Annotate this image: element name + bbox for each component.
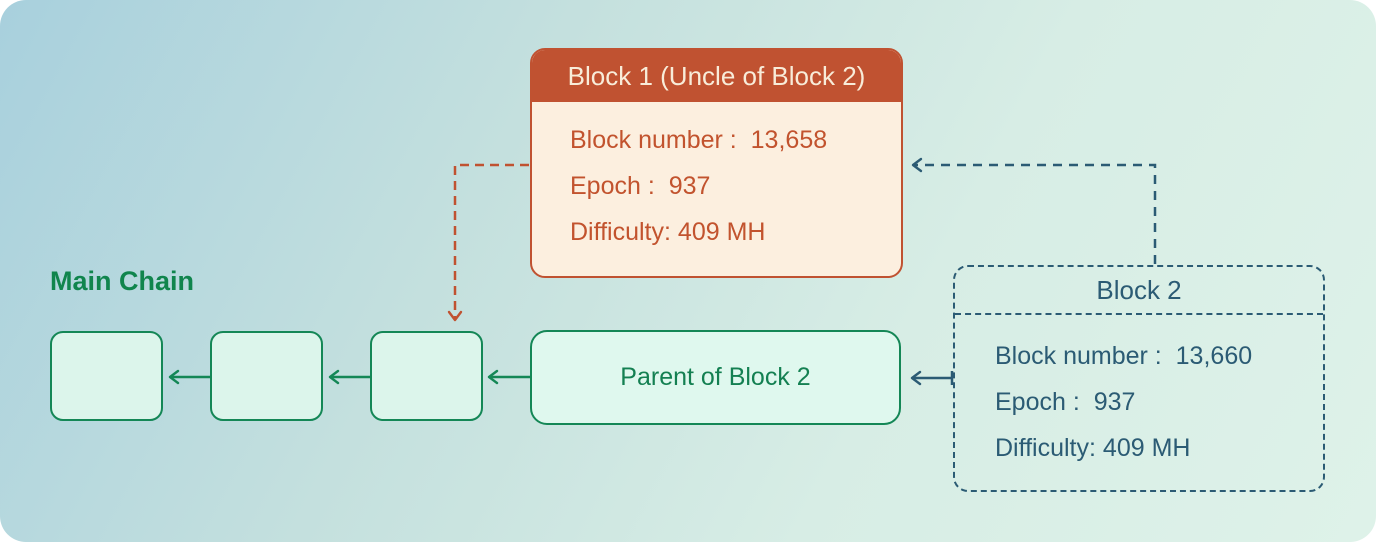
field-separator: : [722, 126, 751, 154]
block1-title: Block 1 (Uncle of Block 2) [532, 50, 901, 102]
chain-block-2 [210, 331, 323, 421]
parent-of-block2-label: Parent of Block 2 [620, 363, 811, 391]
block2-epoch-row: Epoch : 937 [995, 388, 1305, 417]
field-value: 409 MH [1102, 434, 1191, 462]
block1-block-number-row: Block number : 13,658 [570, 126, 881, 155]
block1-uncle-box: Block 1 (Uncle of Block 2) Block number … [530, 48, 903, 278]
field-separator: : [1065, 388, 1094, 416]
block2-body: Block number : 13,660 Epoch : 937 Diffic… [955, 315, 1323, 463]
field-label: Difficulty [570, 218, 665, 246]
parent-of-block2-box: Parent of Block 2 [530, 330, 901, 425]
field-value: 13,660 [1175, 342, 1253, 370]
field-value: 409 MH [677, 218, 766, 246]
field-separator: : [664, 218, 678, 246]
field-separator: : [1147, 342, 1176, 370]
field-label: Epoch [570, 172, 641, 200]
block1-difficulty-row: Difficulty: 409 MH [570, 218, 881, 247]
field-label: Difficulty [995, 434, 1090, 462]
field-value: 937 [668, 172, 711, 200]
field-value: 13,658 [750, 126, 828, 154]
field-label: Block number [995, 342, 1148, 370]
block1-body: Block number : 13,658 Epoch : 937 Diffic… [532, 102, 901, 247]
field-value: 937 [1093, 388, 1136, 416]
block1-epoch-row: Epoch : 937 [570, 172, 881, 201]
main-chain-label: Main Chain [50, 266, 195, 296]
chain-block-1 [50, 331, 163, 421]
field-separator: : [640, 172, 669, 200]
field-label: Block number [570, 126, 723, 154]
chain-block-3 [370, 331, 483, 421]
arrow-block2-uncle-reference [911, 157, 1157, 264]
block2-block-number-row: Block number : 13,660 [995, 342, 1305, 371]
arrow-block1-parent-pointer [447, 163, 529, 322]
block2-title: Block 2 [955, 267, 1323, 315]
block2-box: Block 2 Block number : 13,660 Epoch : 93… [953, 265, 1325, 492]
field-label: Epoch [995, 388, 1066, 416]
block2-difficulty-row: Difficulty: 409 MH [995, 434, 1305, 463]
field-separator: : [1089, 434, 1103, 462]
